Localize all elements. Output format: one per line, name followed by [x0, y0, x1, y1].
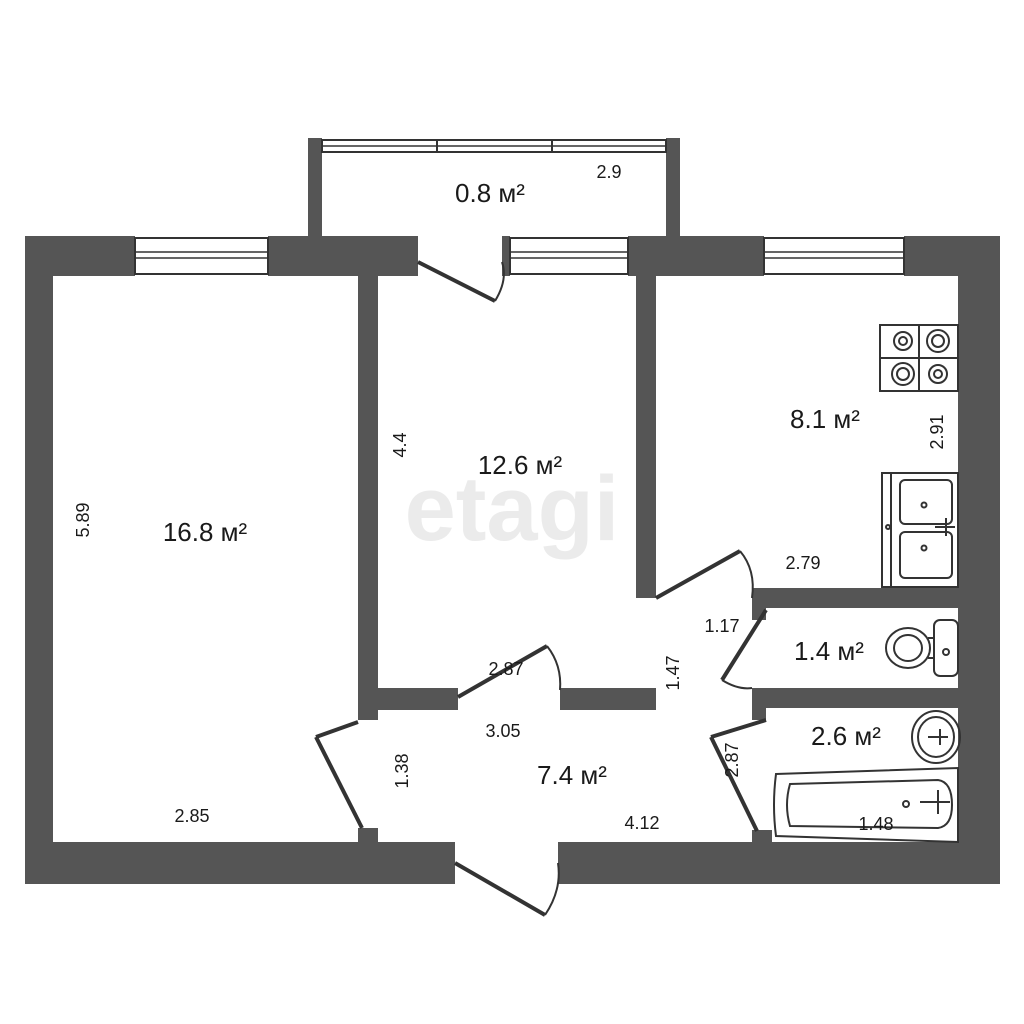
door-entrance	[453, 861, 560, 917]
double-sink-icon	[881, 472, 959, 588]
washbasin-icon	[911, 710, 961, 764]
door-kitchen	[655, 549, 754, 600]
area-living-room: 16.8 м²	[163, 517, 248, 547]
area-hallway: 7.4 м²	[537, 760, 607, 790]
window-kitchen	[763, 237, 905, 275]
dim-hall-passage-height: 1.47	[663, 655, 683, 690]
dim-living-height: 5.89	[73, 502, 93, 537]
dim-balcony-width: 2.9	[596, 162, 621, 182]
dim-living-width: 2.85	[174, 806, 209, 826]
door-balcony	[417, 260, 505, 303]
dimension-labels: 2.9 5.89 2.85 4.4 2.87 2.91 2.79 1.47 1.…	[73, 162, 947, 834]
window-living-room	[134, 237, 269, 275]
toilet-icon	[885, 619, 959, 677]
door-bathroom	[709, 718, 767, 832]
dim-hall-height: 1.38	[392, 753, 412, 788]
watermark: etagi	[405, 458, 620, 560]
area-bathroom: 2.6 м²	[811, 721, 881, 751]
dim-bath-width: 1.48	[858, 814, 893, 834]
door-bedroom	[457, 644, 562, 699]
door-living-room	[314, 720, 364, 829]
room-labels: 0.8 м² 16.8 м² 12.6 м² 8.1 м² 1.4 м² 2.6…	[163, 178, 881, 790]
stove-icon	[879, 324, 959, 392]
dim-kitchen-width: 2.79	[785, 553, 820, 573]
area-kitchen: 8.1 м²	[790, 404, 860, 434]
windows	[134, 237, 905, 275]
dim-hall-width-bottom: 4.12	[624, 813, 659, 833]
dim-toilet-width: 1.17	[704, 616, 739, 636]
area-toilet: 1.4 м²	[794, 636, 864, 666]
dim-kitchen-height: 2.91	[927, 414, 947, 449]
dim-bedroom-height: 4.4	[390, 432, 410, 457]
area-balcony: 0.8 м²	[455, 178, 525, 208]
window-bedroom	[509, 237, 629, 275]
dim-bath-height: 2.87	[722, 742, 742, 777]
door-toilet	[720, 608, 768, 690]
dim-hall-width-top: 3.05	[485, 721, 520, 741]
bathtub-icon	[773, 766, 959, 844]
dim-bedroom-width: 2.87	[488, 659, 523, 679]
doors	[314, 260, 768, 917]
area-bedroom: 12.6 м²	[478, 450, 563, 480]
balcony	[308, 138, 680, 238]
walls	[25, 236, 1000, 884]
